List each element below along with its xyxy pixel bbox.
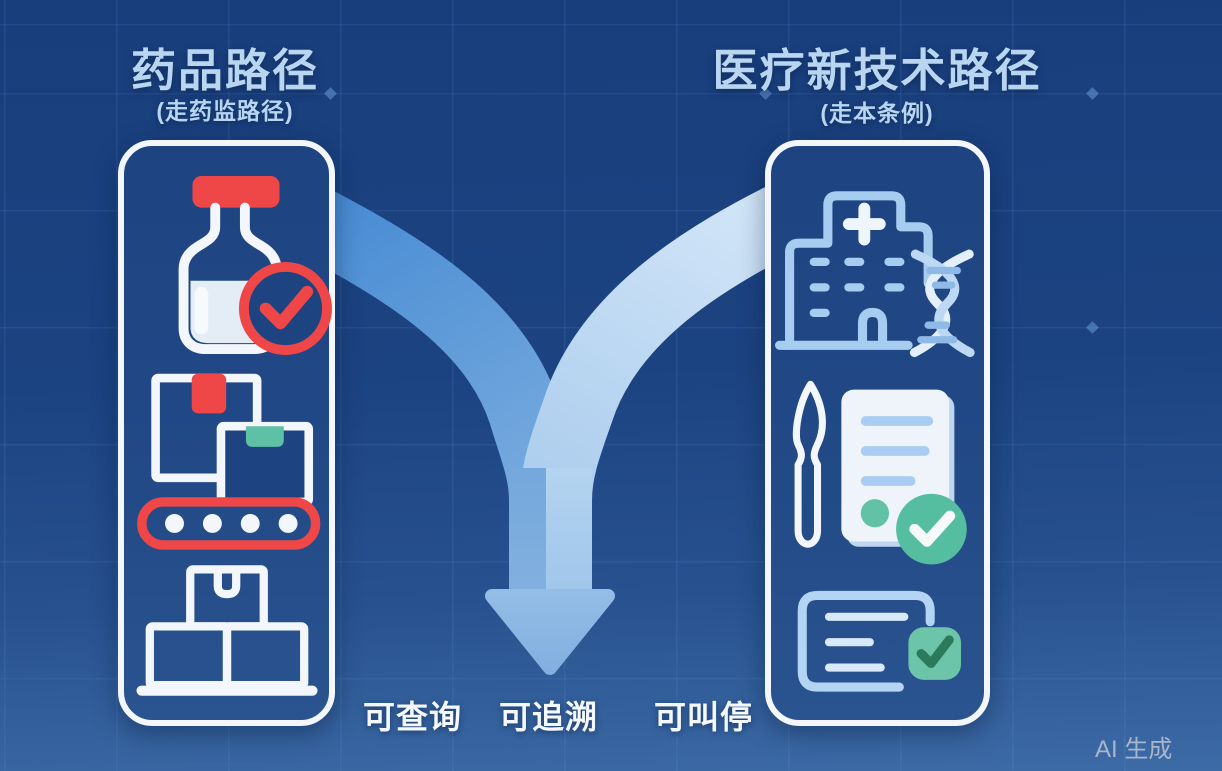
- left-path-title: 药品路径: [130, 45, 319, 96]
- checklist-approved-icon: [797, 590, 961, 692]
- medical-tech-pathway-panel: [765, 140, 990, 726]
- footer-label-query: 可查询: [363, 699, 463, 735]
- conveyor-belt-boxes-icon: [136, 373, 320, 550]
- footer-label-stop: 可叫停: [654, 699, 754, 735]
- grid-node: [1086, 87, 1099, 100]
- right-path-title: 医疗新技术路径: [712, 45, 1042, 96]
- arrow-head: [485, 589, 615, 675]
- arrow-stem-left-half: [510, 468, 546, 604]
- scalpel: [792, 380, 826, 548]
- green-check-mark: [916, 635, 954, 669]
- medical-cross: [842, 202, 886, 246]
- teal-tape: [245, 426, 284, 447]
- right-path-subtitle: (走本条例): [820, 100, 934, 126]
- hospital-door: [857, 307, 887, 346]
- footer-label-trace: 可追溯: [499, 699, 599, 735]
- green-dot: [860, 498, 889, 527]
- arrow-stem-right-half: [546, 468, 592, 604]
- grid-node: [1086, 321, 1099, 334]
- red-tape: [191, 373, 226, 414]
- vial-cap: [191, 175, 280, 208]
- hospital-dna-icon: [774, 191, 975, 358]
- ai-generated-watermark: AI 生成: [1095, 736, 1173, 763]
- stacked-boxes-pallet-icon: [135, 565, 318, 696]
- drug-pathway-panel: [118, 140, 335, 726]
- green-check-mark: [908, 510, 955, 547]
- medicine-vial-approved-icon: [178, 175, 332, 355]
- left-path-subtitle: (走药监路径): [156, 98, 294, 124]
- scalpel-document-approved-icon: [792, 380, 967, 564]
